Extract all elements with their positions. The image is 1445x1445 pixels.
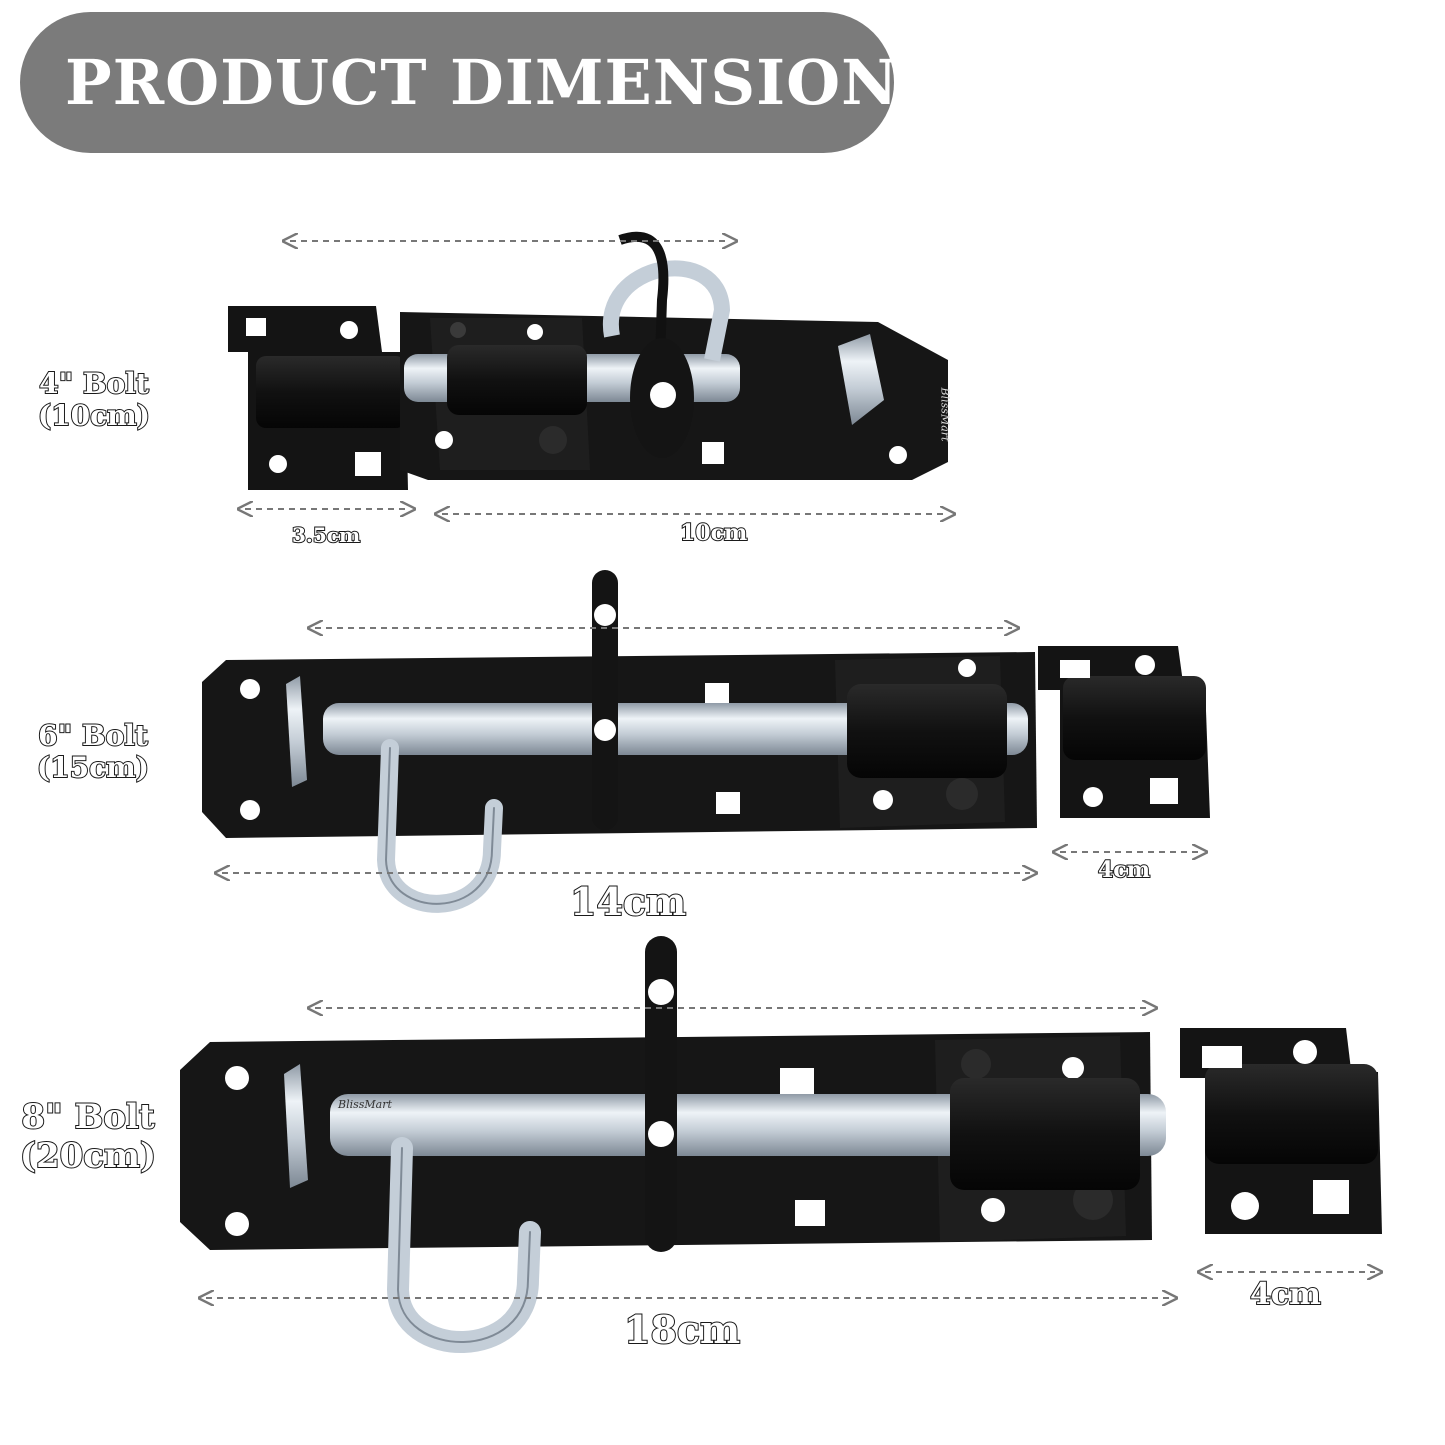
keeper-large	[1180, 1028, 1382, 1234]
bolt-4-label-size: 4" Bolt	[38, 366, 150, 400]
bolt-8-label-size: 8" Bolt	[20, 1096, 155, 1137]
dim-keeper-6: 4cm	[1097, 856, 1151, 884]
dim-plate-6: 14cm	[569, 879, 687, 924]
dim-keeper-4: 3.5cm	[291, 523, 361, 548]
bolt-6-label-size: 6" Bolt	[37, 718, 149, 752]
bolt-plate-large	[180, 936, 1166, 1353]
dimension-lines	[206, 241, 1375, 1298]
dim-plate-4: 10cm	[679, 519, 748, 547]
bolt-4-inch	[228, 231, 948, 490]
brand-watermark: BlissMart	[938, 387, 952, 442]
keeper-medium	[1038, 646, 1210, 818]
keeper-small	[228, 306, 408, 490]
bolt-8-inch	[180, 936, 1382, 1353]
brand-watermark-rod: BlissMart	[338, 1098, 392, 1111]
bolt-6-label: 6" Bolt (15cm)	[24, 718, 162, 785]
bolt-6-inch	[202, 570, 1210, 913]
banner-title: PRODUCT DIMENSIONS	[65, 46, 945, 119]
bolt-4-label: 4" Bolt (10cm)	[30, 366, 158, 433]
dim-plate-8: 18cm	[623, 1307, 741, 1352]
title-banner: PRODUCT DIMENSIONS	[20, 12, 944, 153]
bolt-plate-small	[400, 231, 948, 480]
bolt-8-label: 8" Bolt (20cm)	[12, 1096, 164, 1177]
dim-keeper-8: 4cm	[1249, 1277, 1322, 1313]
bolt-plate-medium	[202, 570, 1037, 913]
bolt-6-label-metric: (15cm)	[36, 750, 150, 785]
bolt-4-label-metric: (10cm)	[37, 398, 151, 433]
bolt-8-label-metric: (20cm)	[19, 1135, 157, 1177]
